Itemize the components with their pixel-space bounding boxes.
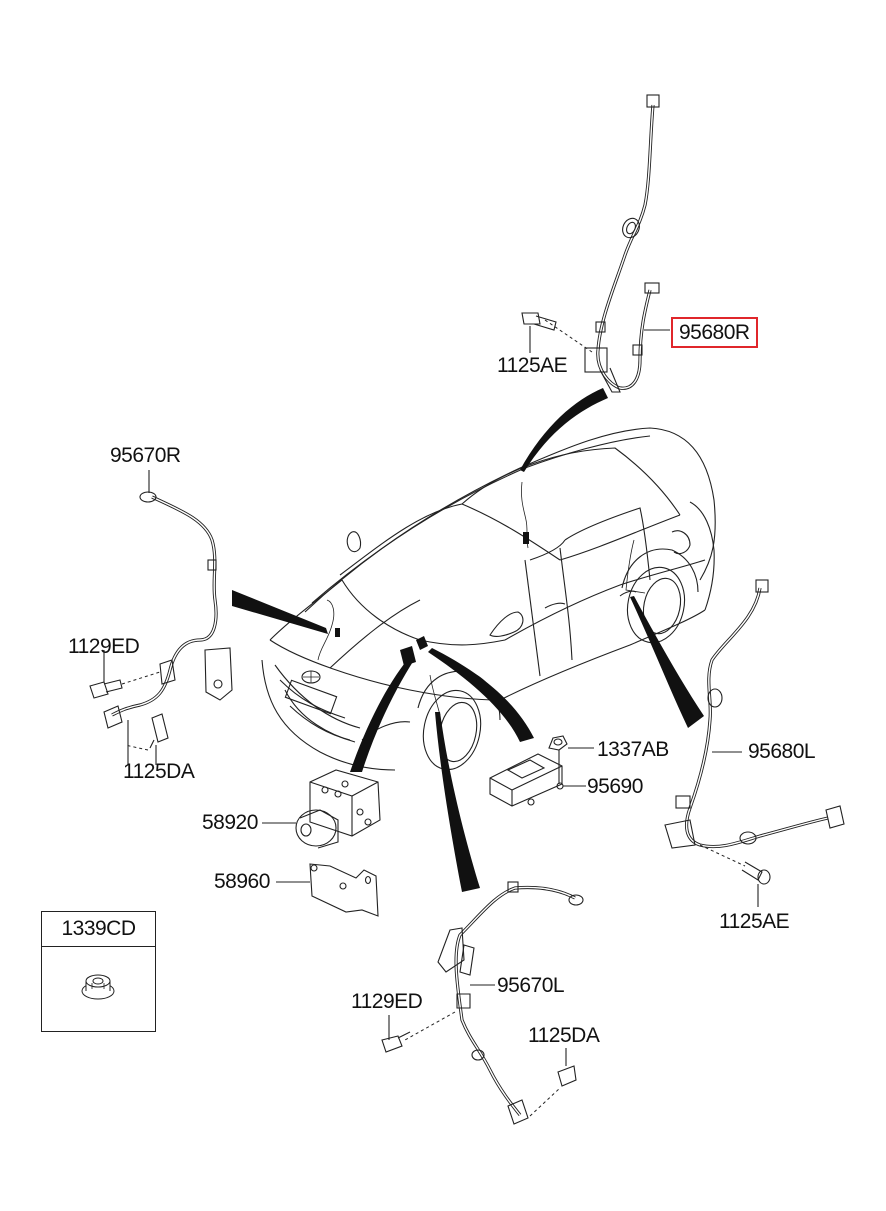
legend-body (42, 947, 155, 1031)
callout-95690[interactable]: 95690 (587, 775, 643, 798)
callout-95680R[interactable]: 95680R (671, 317, 758, 348)
callout-1129ED-bottom[interactable]: 1129ED (351, 990, 423, 1013)
callout-1125DA-bottom[interactable]: 1125DA (528, 1024, 600, 1047)
callout-1337AB[interactable]: 1337AB (597, 738, 669, 761)
flange-nut-icon (81, 974, 115, 1000)
callout-1125AE-right[interactable]: 1125AE (719, 910, 790, 933)
callout-95670L[interactable]: 95670L (497, 974, 565, 997)
bracket-58960 (276, 863, 379, 917)
legend-box: 1339CD (41, 911, 156, 1032)
sensor-95670R (89, 470, 233, 765)
legend-part-number[interactable]: 1339CD (42, 912, 155, 947)
sensor-95680R (521, 94, 670, 393)
sensor-95680L (664, 579, 845, 907)
abs-unit-58920 (262, 769, 381, 849)
callout-1125AE-top[interactable]: 1125AE (497, 354, 568, 377)
callout-1125DA-left[interactable]: 1125DA (123, 760, 195, 783)
sensor-95670L (381, 881, 584, 1125)
vehicle-outline (261, 427, 716, 771)
callout-58960[interactable]: 58960 (214, 870, 270, 893)
callout-95680L[interactable]: 95680L (748, 740, 816, 763)
callout-95670R[interactable]: 95670R (110, 444, 181, 467)
pointer-wedges (232, 388, 704, 892)
callout-58920[interactable]: 58920 (202, 811, 258, 834)
module-95690 (489, 735, 594, 807)
callout-1129ED-left[interactable]: 1129ED (68, 635, 140, 658)
